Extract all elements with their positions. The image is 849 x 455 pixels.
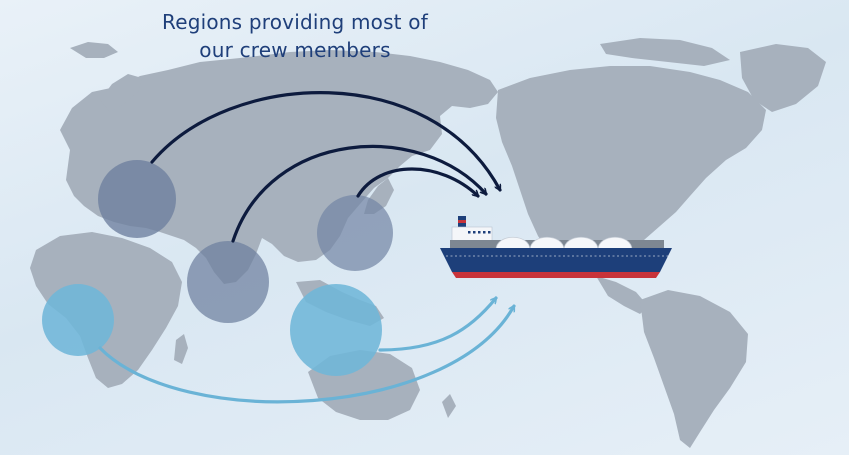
title-line-1: Regions providing most of (162, 10, 428, 34)
region-circle-southeast-asia (290, 284, 382, 376)
lng-carrier-icon (440, 216, 672, 278)
arrow-southeast-asia (378, 298, 498, 352)
land-scandinavia (100, 74, 142, 112)
land-arctic-islands (600, 38, 730, 66)
diagram-title: Regions providing most of our crew membe… (150, 8, 440, 64)
dark-arrows (150, 91, 502, 243)
region-circle-east-asia (317, 195, 393, 271)
region-circle-south-asia (187, 241, 269, 323)
vessel-hull (440, 248, 672, 272)
land-central-america (596, 276, 648, 314)
land-madagascar (174, 334, 188, 364)
region-circle-west-africa (42, 284, 114, 356)
arrow-eastern-europe (150, 91, 502, 190)
light-arrows (98, 298, 516, 404)
land-new-zealand (442, 394, 456, 418)
vessel-tanks (495, 237, 633, 251)
arrow-east-asia (356, 167, 478, 198)
title-line-2: our crew members (199, 38, 391, 62)
land-greenland-west (70, 42, 118, 58)
arrow-south-asia (231, 145, 488, 243)
land-masses (30, 38, 826, 448)
land-south-america (640, 290, 748, 448)
land-north-america (496, 66, 766, 276)
land-greenland (740, 44, 826, 112)
vessel-bridge (451, 226, 493, 242)
arrow-west-africa (98, 306, 516, 404)
vessel-hull-stripe (452, 272, 660, 278)
land-eurasia (60, 50, 498, 284)
region-circle-eastern-europe (98, 160, 176, 238)
region-circles (42, 160, 393, 376)
